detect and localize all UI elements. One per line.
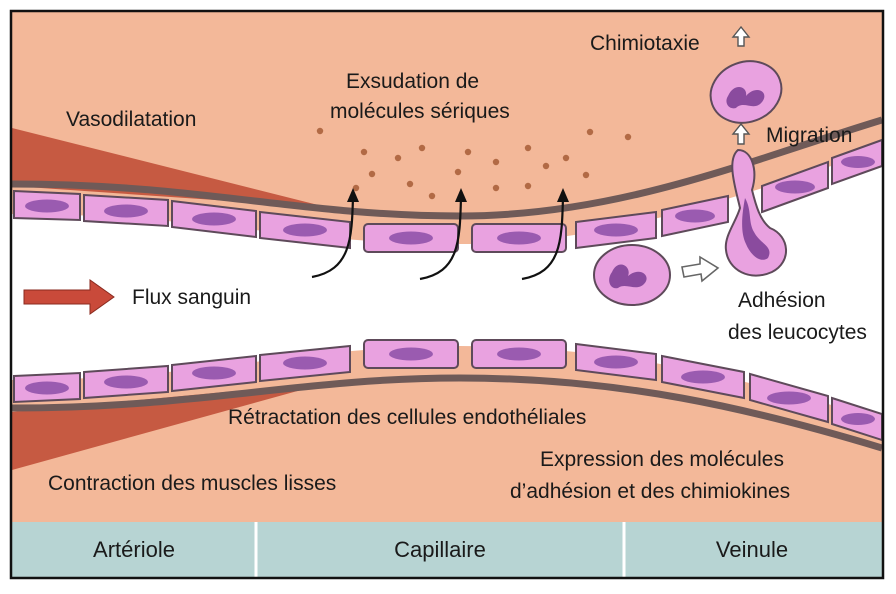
segment-capillaire: Capillaire — [394, 537, 486, 562]
label-exsudation-line2: molécules sériques — [330, 100, 510, 123]
serum-molecule — [543, 163, 549, 169]
serum-molecule — [465, 149, 471, 155]
serum-molecule — [583, 172, 589, 178]
serum-molecule — [369, 171, 375, 177]
serum-molecule — [455, 169, 461, 175]
label-expression-line2: d’adhésion et des chimiokines — [510, 480, 790, 503]
endothelial-cell — [14, 191, 80, 220]
serum-molecule — [419, 145, 425, 151]
serum-molecule — [525, 183, 531, 189]
serum-molecule — [493, 185, 499, 191]
serum-molecule — [429, 193, 435, 199]
label-flux-sanguin: Flux sanguin — [132, 286, 251, 309]
segment-arteriole: Artériole — [93, 537, 175, 562]
endothelial-cell — [472, 224, 566, 252]
label-adhesion-line1: Adhésion — [738, 289, 826, 312]
serum-molecule — [587, 129, 593, 135]
endothelial-cell — [364, 224, 458, 252]
endothelial-cell — [84, 195, 168, 226]
serum-molecule — [407, 181, 413, 187]
leukocyte-rolling — [594, 245, 670, 305]
label-exsudation-line1: Exsudation de — [346, 70, 479, 93]
label-chimiotaxie: Chimiotaxie — [590, 32, 700, 55]
endothelial-cell — [364, 340, 458, 368]
endothelial-cell — [84, 366, 168, 398]
serum-molecule — [493, 159, 499, 165]
serum-molecule — [525, 145, 531, 151]
label-vasodilatation: Vasodilatation — [66, 108, 196, 131]
serum-molecule — [563, 155, 569, 161]
label-contraction: Contraction des muscles lisses — [48, 472, 336, 495]
serum-molecule — [361, 149, 367, 155]
label-expression-line1: Expression des molécules — [540, 448, 784, 471]
endothelial-cell — [472, 340, 566, 368]
label-migration: Migration — [766, 124, 852, 147]
serum-molecule — [395, 155, 401, 161]
serum-molecule — [317, 128, 323, 134]
label-adhesion-line2: des leucocytes — [728, 321, 867, 344]
label-retractation: Rétractation des cellules endothéliales — [228, 406, 586, 429]
endothelial-cell — [14, 373, 80, 402]
serum-molecule — [625, 134, 631, 140]
segment-veinule: Veinule — [716, 537, 788, 562]
